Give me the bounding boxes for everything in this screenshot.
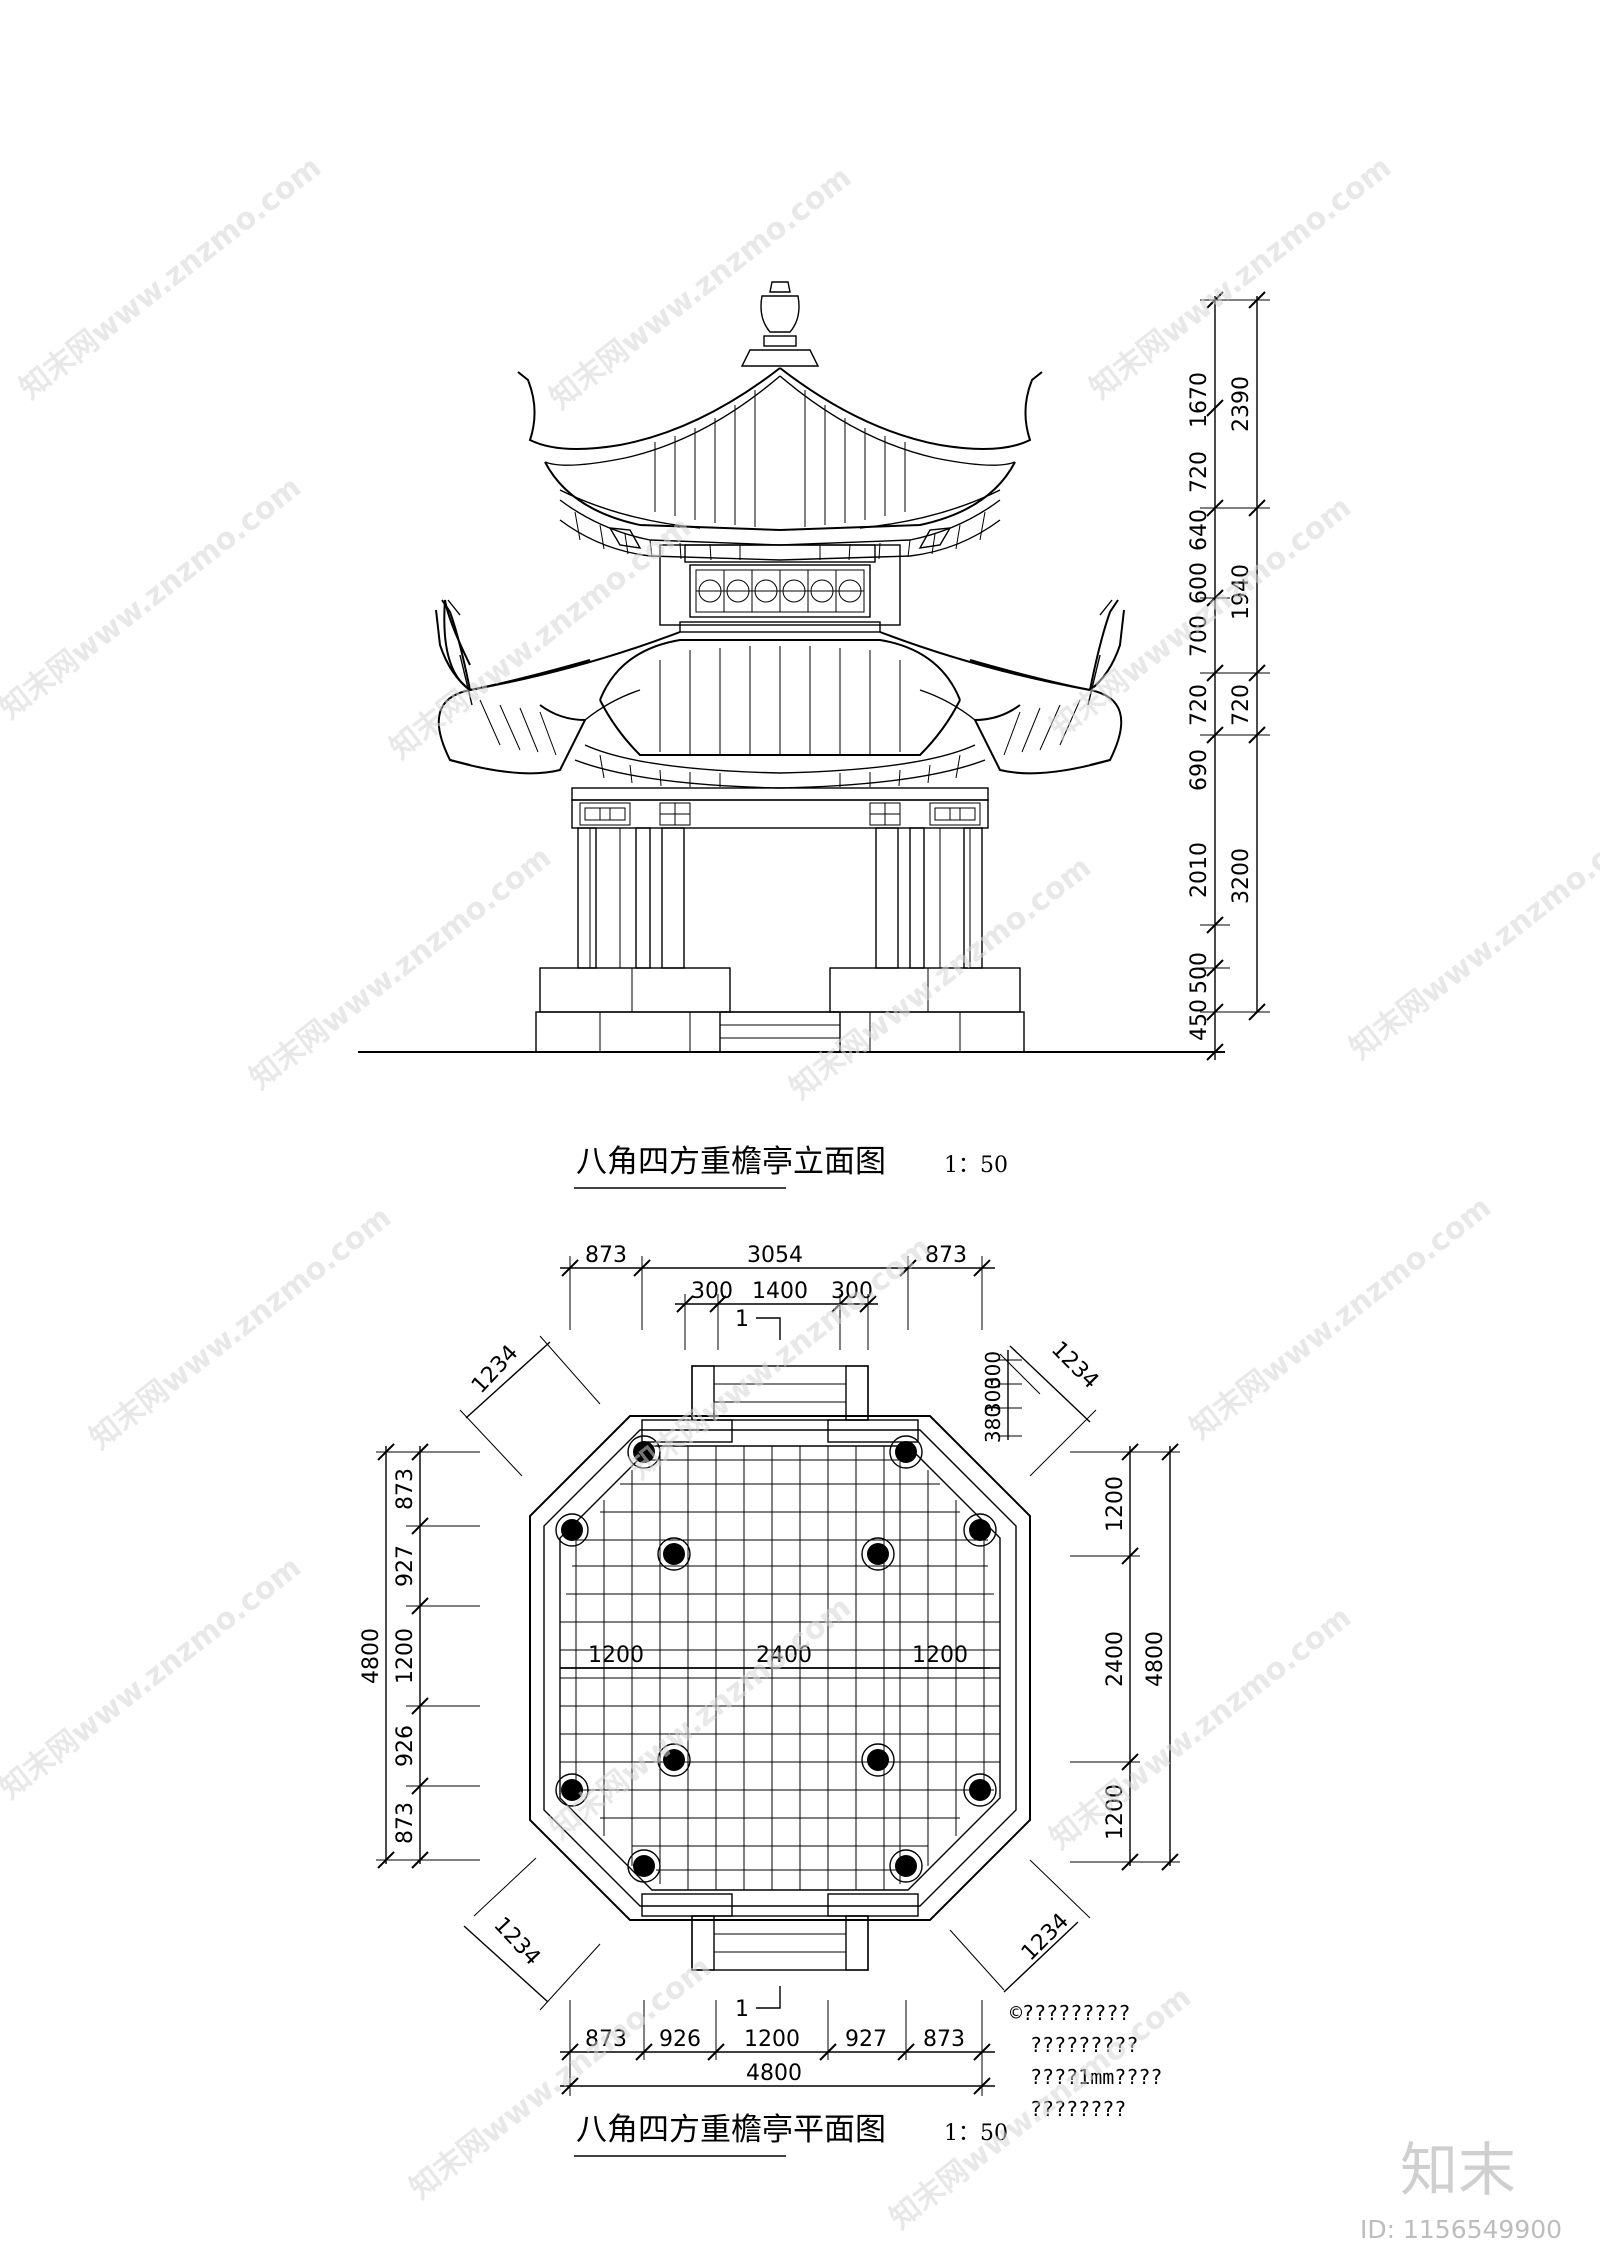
dim-top-3054: 3054: [747, 1243, 803, 1268]
dim-2390: 2390: [1229, 376, 1254, 432]
dim-top-300-left: 300: [691, 1279, 733, 1304]
dim-720-b: 720: [1187, 684, 1212, 726]
base-platform: [535, 967, 1025, 1053]
finial: [740, 281, 820, 367]
elevation-dim-labels-inner: 1670 720 640 600 700 720 690 2010 500 45…: [1187, 372, 1212, 1041]
watermark-text: 知末网www.znzmo.com: [1183, 1190, 1498, 1447]
clerestory: [659, 544, 901, 633]
dim-right-1200-top: 1200: [1103, 1476, 1128, 1532]
dim-3200: 3200: [1229, 848, 1254, 904]
dim-step-300-a: 300: [981, 1351, 1005, 1389]
watermark-text: 知末网www.znzmo.com: [403, 1950, 718, 2207]
dim-720-c: 720: [1229, 684, 1254, 726]
dim-top-873-left: 873: [585, 1243, 627, 1268]
watermark-text: 知末网www.znzmo.com: [543, 160, 858, 417]
note-line-4: ????????: [1030, 2097, 1126, 2121]
upper-roof: [517, 367, 1043, 561]
dim-bottom-873-right: 873: [923, 2027, 965, 2052]
lower-roof: [435, 599, 1125, 789]
plan-step-dimensions: 300 300 380: [981, 1350, 1022, 1443]
plan-right-dimensions: 1200 2400 1200 4800: [1070, 1443, 1180, 1871]
plan-title: 八角四方重檐亭平面图: [576, 2112, 886, 2148]
lattice-band: [571, 787, 989, 829]
dim-top-300-right: 300: [831, 1279, 873, 1304]
dim-700: 700: [1187, 615, 1212, 657]
dim-top-873-right: 873: [925, 1243, 967, 1268]
watermark-text: 知末网www.znzmo.com: [83, 1200, 398, 1457]
elevation-dim-labels-outer: 2390 1940 720 3200: [1229, 376, 1254, 904]
dim-diag-1234-br: 1234: [1017, 1909, 1074, 1966]
dim-left-873-top: 873: [393, 1468, 418, 1510]
elevation-dimensions: [1200, 291, 1270, 1061]
watermark-text: 知末网www.znzmo.com: [13, 150, 328, 407]
plan-inner-dimensions: 1200 2400 1200: [560, 1643, 990, 1669]
dim-right-total-4800: 4800: [1143, 1631, 1168, 1687]
watermark-text: 知末网www.znzmo.com: [1083, 150, 1398, 407]
dim-step-380: 380: [981, 1405, 1005, 1443]
watermarks: 知末网www.znzmo.com 知末网www.znzmo.com 知末网www…: [0, 150, 1600, 2244]
dim-640: 640: [1187, 509, 1212, 551]
plan-scale: 1：50: [944, 2121, 1008, 2146]
dim-top-1400: 1400: [752, 1279, 808, 1304]
dim-720-a: 720: [1187, 451, 1212, 493]
dim-step-300-b: 300: [981, 1377, 1005, 1415]
watermark-text: 知末网www.znzmo.com: [383, 510, 698, 767]
plan-drawing: 873 3054 873 300 1400 300 1 1234 1234 12…: [359, 1243, 1180, 2157]
elevation-scale: 1：50: [944, 1153, 1008, 1178]
dim-left-873-bottom: 873: [393, 1802, 418, 1844]
brand-logo-text: 知末: [1400, 2136, 1516, 2204]
dim-diag-1234-tl: 1234: [467, 1341, 523, 1399]
note-line-3: ????1mm????: [1030, 2065, 1162, 2089]
dim-bottom-1200: 1200: [744, 2027, 800, 2052]
dim-left-927: 927: [393, 1545, 418, 1587]
dim-left-926: 926: [393, 1725, 418, 1767]
plan-columns: [555, 1435, 997, 1883]
dim-left-total-4800: 4800: [359, 1628, 384, 1684]
dim-450: 450: [1187, 999, 1212, 1041]
dim-inner-1200-left: 1200: [588, 1643, 644, 1668]
dim-right-1200-bottom: 1200: [1103, 1784, 1128, 1840]
plan-note: ©????????? ????????? ????1mm???? ???????…: [1010, 2001, 1162, 2121]
steps: [691, 1365, 869, 1971]
dim-diag-1234-tr: 1234: [1046, 1337, 1103, 1394]
watermark-text: 知末网www.znzmo.com: [1343, 810, 1600, 1067]
dim-bottom-total-4800: 4800: [746, 2061, 802, 2086]
dim-1670: 1670: [1187, 372, 1212, 428]
elevation-drawing: 1670 720 640 600 700 720 690 2010 500 45…: [358, 281, 1270, 1189]
dim-2010: 2010: [1187, 842, 1212, 898]
plan-bottom-dimensions: 1 873 926 1200 927 873 4800: [560, 1986, 995, 2096]
dim-bottom-926: 926: [659, 2027, 701, 2052]
dim-left-1200: 1200: [393, 1628, 418, 1684]
watermark-text: 知末网www.znzmo.com: [0, 470, 308, 727]
plan-left-dimensions: 873 927 1200 926 873 4800: [359, 1443, 480, 1869]
dim-bottom-873-left: 873: [585, 2027, 627, 2052]
plan-top-dimensions: 873 3054 873 300 1400 300 1: [560, 1243, 995, 1350]
dim-600: 600: [1187, 562, 1212, 604]
dim-500: 500: [1187, 952, 1212, 994]
watermark-text: 知末网www.znzmo.com: [1043, 1600, 1358, 1857]
dim-diag-1234-bl: 1234: [489, 1913, 545, 1971]
note-line-1: ©?????????: [1010, 2001, 1130, 2025]
elevation-title: 八角四方重檐亭立面图: [576, 1144, 886, 1180]
note-line-2: ?????????: [1030, 2033, 1138, 2057]
dim-690: 690: [1187, 749, 1212, 791]
dim-inner-2400: 2400: [756, 1643, 812, 1668]
watermark-text: 知末网www.znzmo.com: [243, 840, 558, 1097]
watermark-text: 知末网www.znzmo.com: [0, 1550, 308, 1807]
section-mark-bottom: 1: [735, 1997, 749, 2022]
watermark-text: 知末网www.znzmo.com: [543, 1590, 858, 1847]
dim-bottom-927: 927: [845, 2027, 887, 2052]
section-mark-top: 1: [735, 1307, 749, 1332]
dim-1940: 1940: [1229, 564, 1254, 620]
dim-right-2400: 2400: [1103, 1631, 1128, 1687]
dim-inner-1200-right: 1200: [912, 1643, 968, 1668]
image-id-label: ID: 1156549900: [1360, 2215, 1562, 2244]
columns: [577, 827, 983, 969]
